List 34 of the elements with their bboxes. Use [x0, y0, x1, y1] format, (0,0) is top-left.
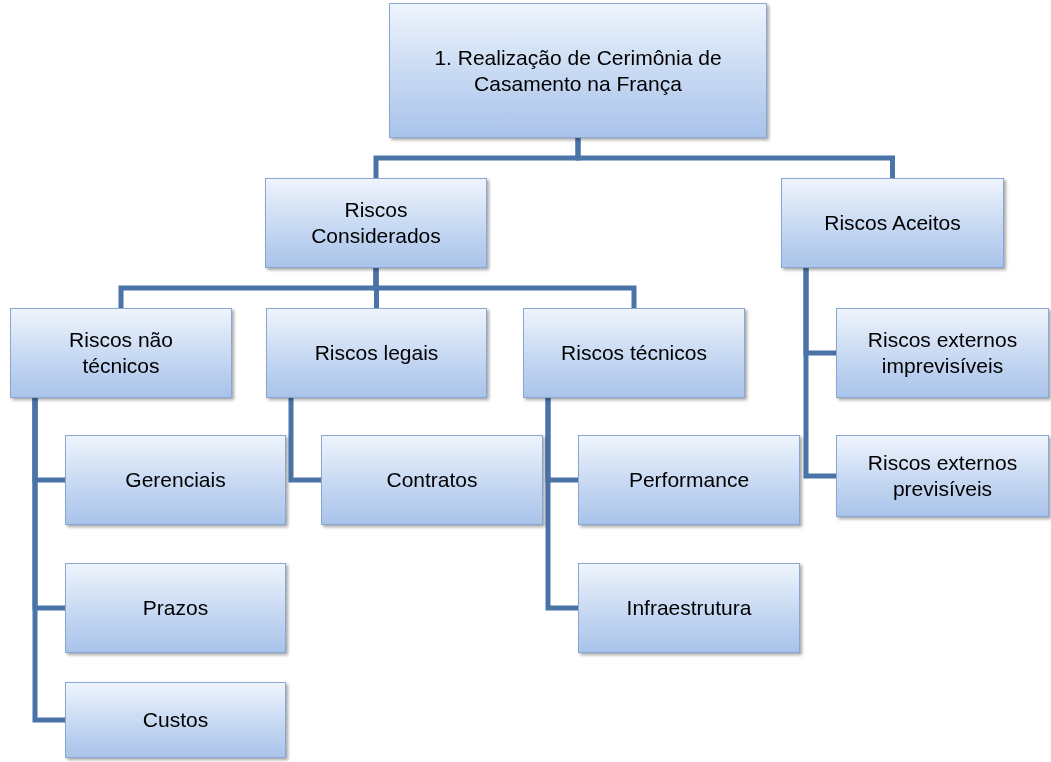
process-box — [10, 308, 232, 398]
box-label: Performance — [627, 467, 751, 493]
process-box — [781, 178, 1004, 268]
box-label: Contratos — [385, 467, 479, 493]
connector-line — [575, 138, 895, 178]
box-label: Gerenciais — [124, 467, 227, 493]
box-label: Riscos legais — [313, 340, 440, 366]
box-label: Prazos — [141, 595, 210, 621]
connector-line — [32, 398, 65, 723]
box-label: Riscos técnicos — [560, 340, 708, 366]
process-box — [65, 563, 286, 653]
box-label: Custos — [141, 707, 210, 733]
process-box — [836, 308, 1049, 398]
process-box — [321, 435, 543, 525]
connector-line — [803, 268, 836, 479]
box-label: Riscos Aceitos — [823, 210, 962, 236]
process-box — [578, 563, 800, 653]
connector-line — [545, 398, 578, 611]
box-label: Riscos externos previsíveis — [866, 450, 1019, 502]
process-box — [523, 308, 745, 398]
box-label: Riscos não técnicos — [68, 327, 174, 379]
process-box — [265, 178, 487, 268]
process-box — [65, 682, 286, 758]
process-box — [578, 435, 800, 525]
process-box — [65, 435, 286, 525]
connector-line — [373, 268, 637, 308]
box-label: Riscos Considerados — [310, 197, 442, 249]
process-box — [836, 435, 1049, 517]
box-label: 1. Realização de Cerimônia de Casamento na França — [433, 44, 723, 97]
box-label: Riscos externos imprevisíveis — [866, 327, 1019, 379]
box-label: Infraestrutura — [625, 595, 753, 621]
process-box — [266, 308, 487, 398]
connector-line — [288, 398, 321, 483]
process-box — [389, 3, 767, 138]
